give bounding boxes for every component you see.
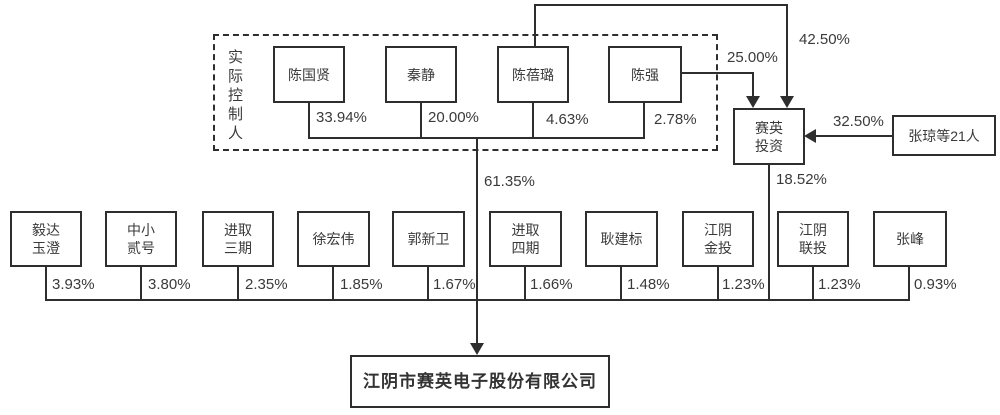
node-saiying-investment: 赛英 投资 bbox=[733, 108, 805, 165]
ownership-pct-chen-guoxian: 33.94% bbox=[316, 109, 367, 126]
node-jiangyin-liantou: 江阴 联投 bbox=[777, 211, 849, 267]
node-guo-xinwei: 郭新卫 bbox=[392, 211, 465, 267]
ownership-pct-qin-jing: 20.00% bbox=[428, 109, 479, 126]
ownership-pct-chen-beilu: 4.63% bbox=[546, 111, 589, 128]
node-zhang-feng: 张峰 bbox=[873, 211, 947, 267]
connector-qin-jing-drop bbox=[420, 103, 422, 139]
connector-top-route bbox=[534, 4, 788, 6]
connector-42-50-down bbox=[786, 4, 788, 98]
node-chen-qiang: 陈强 bbox=[608, 46, 682, 103]
ownership-pct-chen-qiang-to-saiying: 25.00% bbox=[727, 49, 778, 66]
connector-saiying-drop bbox=[768, 165, 770, 300]
node-yida-yucheng: 毅达 玉澄 bbox=[10, 211, 82, 267]
node-zhongxiao-erhao: 中小 贰号 bbox=[105, 211, 177, 267]
node-xu-hongwei: 徐宏伟 bbox=[297, 211, 370, 267]
node-company: 江阴市赛英电子股份有限公司 bbox=[350, 355, 610, 408]
connector-zhangqiong-to-saiying bbox=[815, 135, 892, 137]
connector-shareholder-drop-1 bbox=[45, 267, 47, 300]
ownership-pct-chen-qiang: 2.78% bbox=[654, 111, 697, 128]
ownership-pct-jiangyin-liantou: 1.23% bbox=[818, 276, 861, 293]
connector-chen-guoxian-drop bbox=[308, 103, 310, 139]
connector-shareholder-drop-7 bbox=[620, 267, 622, 300]
connector-shareholder-drop-10 bbox=[908, 267, 910, 300]
connector-25-00-down bbox=[752, 72, 754, 98]
node-jinqu-phase4: 进取 四期 bbox=[489, 211, 562, 267]
arrowhead-into-company bbox=[470, 343, 484, 355]
connector-shareholder-drop-3 bbox=[237, 267, 239, 300]
ownership-pct-jinqu-phase3: 2.35% bbox=[245, 276, 288, 293]
node-jinqu-phase3: 进取 三期 bbox=[202, 211, 274, 267]
connector-chen-beilu-drop bbox=[532, 103, 534, 139]
ownership-pct-controllers-combined: 61.35% bbox=[484, 173, 535, 190]
arrowhead-into-saiying-side bbox=[804, 129, 816, 143]
node-chen-beilu: 陈蓓璐 bbox=[497, 46, 569, 103]
connector-controllers-to-company bbox=[476, 137, 478, 345]
actual-controller-label: 实际控制人 bbox=[227, 49, 243, 142]
node-geng-jianbiao: 耿建标 bbox=[585, 211, 658, 267]
connector-main-bus bbox=[45, 299, 910, 301]
ownership-pct-xu-hongwei: 1.85% bbox=[340, 276, 383, 293]
ownership-pct-guo-xinwei: 1.67% bbox=[433, 276, 476, 293]
arrowhead-into-saiying-left bbox=[746, 96, 760, 108]
node-chen-guoxian: 陈国贤 bbox=[273, 46, 345, 103]
ownership-pct-geng-jianbiao: 1.48% bbox=[627, 276, 670, 293]
connector-shareholder-drop-9 bbox=[812, 267, 814, 300]
connector-shareholder-drop-8 bbox=[717, 267, 719, 300]
ownership-pct-zhang-feng: 0.93% bbox=[914, 276, 957, 293]
connector-shareholder-drop-4 bbox=[332, 267, 334, 300]
ownership-pct-zhangqiong-to-saiying: 32.50% bbox=[833, 113, 884, 130]
ownership-pct-jinqu-phase4: 1.66% bbox=[530, 276, 573, 293]
ownership-pct-saiying-to-company: 18.52% bbox=[776, 171, 827, 188]
ownership-pct-chen-beilu-to-saiying: 42.50% bbox=[799, 31, 850, 48]
connector-chen-qiang-drop bbox=[643, 102, 645, 139]
node-zhangqiong-group: 张琼等21人 bbox=[892, 115, 996, 156]
node-qin-jing: 秦静 bbox=[385, 46, 457, 103]
connector-shareholder-drop-5 bbox=[427, 267, 429, 300]
connector-chen-qiang-right bbox=[682, 72, 754, 74]
connector-chen-beilu-up bbox=[534, 4, 536, 47]
ownership-pct-yida-yucheng: 3.93% bbox=[52, 276, 95, 293]
connector-shareholder-drop-2 bbox=[140, 267, 142, 300]
connector-shareholder-drop-6 bbox=[524, 267, 526, 300]
node-jiangyin-jintou: 江阴 金投 bbox=[682, 211, 754, 267]
arrowhead-into-saiying-right bbox=[780, 96, 794, 108]
actual-controller-group-box bbox=[213, 34, 718, 151]
ownership-pct-zhongxiao-erhao: 3.80% bbox=[148, 276, 191, 293]
ownership-pct-jiangyin-jintou: 1.23% bbox=[722, 276, 765, 293]
